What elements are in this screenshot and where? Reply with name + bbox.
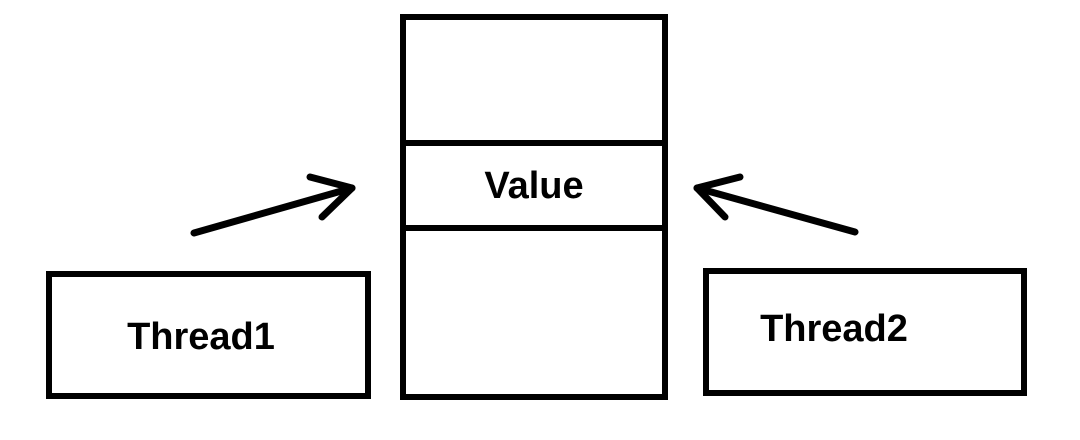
thread1-arrow-icon — [190, 173, 356, 237]
thread2-box — [703, 268, 1027, 396]
thread2-label: Thread2 — [760, 308, 908, 350]
memory-cell-bottom-divider — [400, 225, 668, 231]
thread1-box — [46, 271, 371, 399]
thread2-arrow-icon — [693, 173, 859, 236]
memory-cell-top-divider — [400, 140, 668, 146]
value-label: Value — [484, 165, 584, 207]
thread1-label: Thread1 — [127, 316, 275, 358]
memory-column — [400, 14, 668, 400]
